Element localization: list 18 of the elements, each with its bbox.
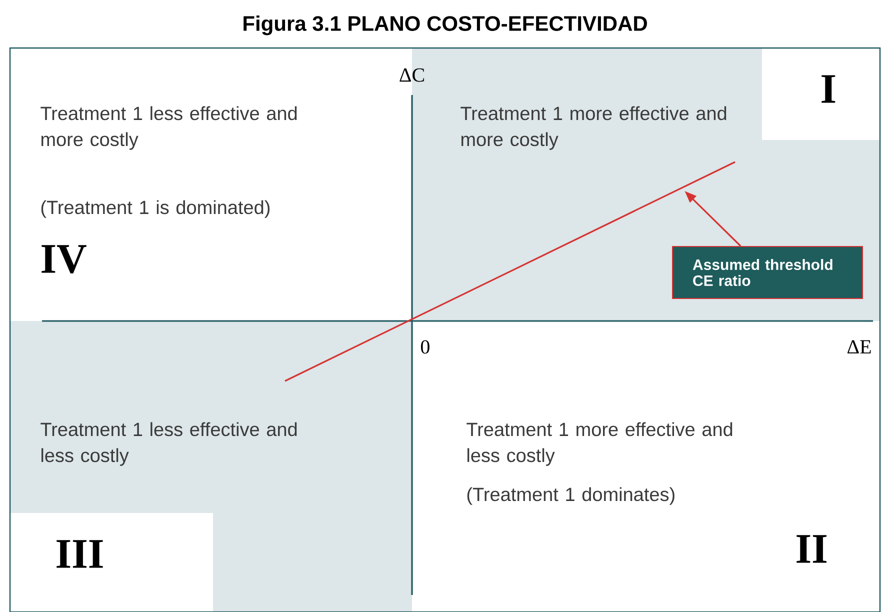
node-text: Treatment 1 less effective and more costly (Treatment 1 is dominated) IV bbox=[40, 106, 297, 274]
axis-label: 0 bbox=[420, 340, 430, 354]
callout-box: Assumed threshold CE ratio bbox=[672, 246, 863, 299]
quadrant-numeral: II bbox=[796, 535, 826, 563]
axis-label: ΔE bbox=[848, 340, 871, 354]
axis-label: ΔC bbox=[400, 68, 424, 82]
quadrant-numeral: I bbox=[822, 75, 836, 103]
quadrant-numeral: IV bbox=[42, 245, 86, 274]
quadrant-text: (Treatment 1 dominates) bbox=[467, 487, 674, 505]
quadrant-text: Treatment 1 more effective and less costly bbox=[466, 422, 732, 466]
quadrant-text: Treatment 1 less effective and less costly bbox=[40, 422, 297, 466]
quadrant-numeral: III bbox=[56, 540, 103, 568]
quadrant-region bbox=[10, 321, 412, 612]
figure-title: Figura 3.1 PLANO COSTO-EFECTIVIDAD bbox=[244, 16, 647, 36]
quadrant-text: Treatment 1 more effective and more costly bbox=[460, 106, 726, 150]
quadrant-text: Treatment 1 less effective and more costly bbox=[40, 106, 297, 150]
node-text: Treatment 1 more effective and less costly (Treatment 1 dominates) II bbox=[466, 422, 826, 563]
quadrant-text: (Treatment 1 is dominated) bbox=[41, 200, 270, 218]
